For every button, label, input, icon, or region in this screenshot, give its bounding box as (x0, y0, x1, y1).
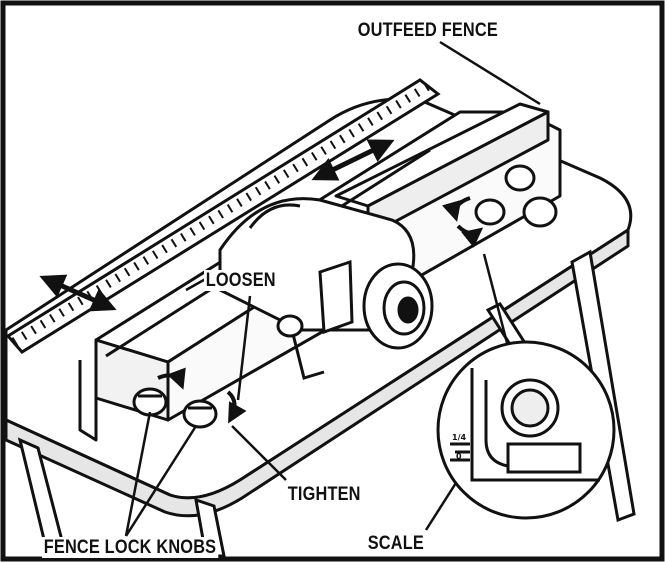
outfeed-fence-label: OUTFEED FENCE (356, 20, 500, 41)
fence-lock-knob-right (182, 399, 218, 429)
scale-mark-lower: 0 (456, 452, 462, 461)
scale-mark-upper: 1/4 (452, 433, 467, 442)
scale-label: SCALE (366, 533, 426, 554)
loosen-label: LOOSEN (204, 270, 278, 291)
rotation-arrows (157, 196, 484, 424)
tighten-label: TIGHTEN (286, 484, 363, 505)
slide-arrows (39, 139, 395, 312)
router-motor (218, 197, 434, 380)
fence-lock-knobs-label: FENCE LOCK KNOBS (42, 537, 218, 558)
fence-lock-knob-left (132, 387, 168, 417)
leader-lines (124, 40, 541, 537)
fence-knobs (276, 164, 558, 338)
scale-inset (436, 340, 616, 520)
